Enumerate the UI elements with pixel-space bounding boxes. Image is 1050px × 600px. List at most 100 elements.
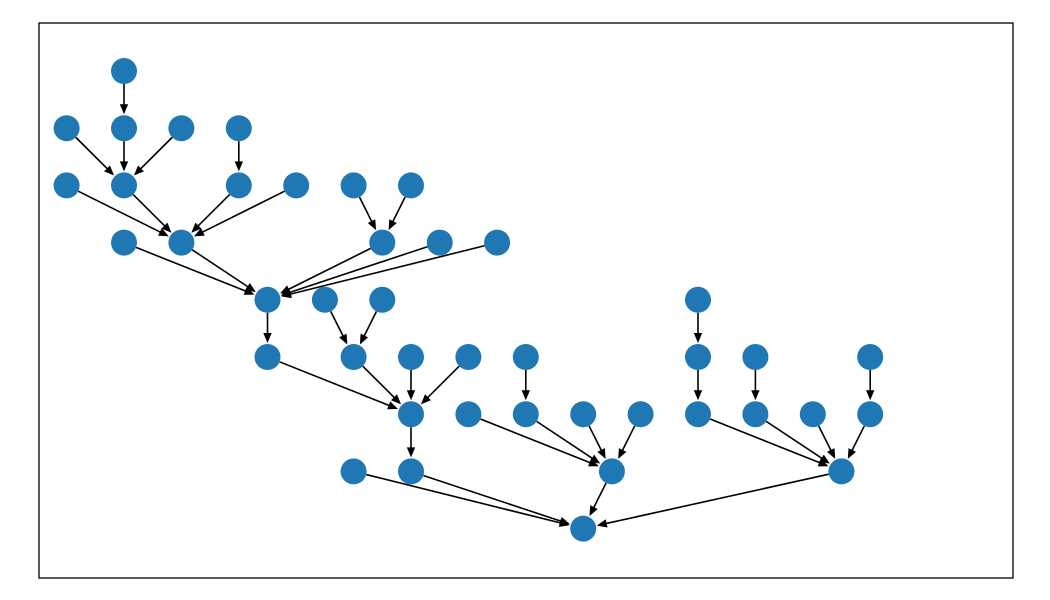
edge-39-41 bbox=[589, 482, 607, 517]
edge-line bbox=[358, 196, 374, 224]
graph-node-7 bbox=[225, 172, 252, 199]
edge-line bbox=[709, 418, 822, 464]
graph-node-2 bbox=[53, 115, 80, 142]
plot-frame bbox=[38, 22, 1014, 579]
graph-node-26 bbox=[742, 344, 769, 370]
edge-16-20 bbox=[263, 312, 272, 343]
edge-line bbox=[362, 311, 378, 338]
edge-line bbox=[621, 425, 636, 453]
graph-node-33 bbox=[685, 401, 711, 428]
graph-node-21 bbox=[340, 344, 367, 370]
edge-line bbox=[132, 194, 167, 228]
edge-6-12 bbox=[132, 194, 172, 233]
edge-line bbox=[135, 246, 248, 293]
graph-node-38 bbox=[398, 458, 424, 485]
edge-34-40 bbox=[765, 420, 830, 464]
arrowhead bbox=[693, 390, 703, 401]
edge-25-33 bbox=[693, 370, 703, 401]
graph-node-16 bbox=[254, 286, 281, 313]
arrowhead bbox=[618, 448, 627, 459]
arrowhead bbox=[589, 505, 598, 517]
arrowhead bbox=[597, 448, 606, 459]
edge-22-28 bbox=[406, 370, 416, 401]
graph-node-18 bbox=[369, 286, 396, 313]
graph-node-30 bbox=[512, 401, 539, 428]
graph-node-34 bbox=[742, 401, 769, 428]
edge-5-12 bbox=[77, 190, 169, 237]
edge-12-16 bbox=[191, 249, 256, 293]
arrowhead bbox=[388, 219, 397, 231]
edge-20-28 bbox=[279, 361, 398, 410]
arrowhead bbox=[847, 448, 857, 459]
edge-15-16 bbox=[281, 244, 485, 299]
graph-node-5 bbox=[53, 172, 80, 199]
edge-35-40 bbox=[817, 425, 836, 459]
nodes-layer bbox=[53, 58, 884, 542]
edge-36-40 bbox=[847, 425, 866, 459]
edge-24-30 bbox=[521, 370, 530, 401]
graph-node-17 bbox=[311, 286, 338, 313]
edge-line bbox=[592, 482, 607, 510]
edge-line bbox=[765, 420, 824, 460]
graph-node-1 bbox=[111, 115, 137, 142]
edge-11-16 bbox=[135, 246, 255, 295]
edge-37-41 bbox=[366, 473, 570, 527]
graph-node-29 bbox=[455, 401, 482, 428]
arrowhead bbox=[359, 333, 369, 345]
graph-node-0 bbox=[111, 58, 137, 84]
graph-node-8 bbox=[283, 172, 310, 199]
graph-node-41 bbox=[570, 515, 597, 542]
arrowhead bbox=[387, 401, 398, 410]
edge-line bbox=[480, 418, 592, 464]
graph-node-10 bbox=[398, 172, 424, 199]
graph-node-23 bbox=[455, 344, 482, 370]
edge-line bbox=[191, 249, 250, 289]
arrowhead bbox=[263, 333, 272, 343]
edge-2-6 bbox=[75, 136, 115, 176]
edge-line bbox=[139, 136, 173, 171]
arrowhead bbox=[119, 161, 129, 172]
graph-node-24 bbox=[512, 344, 539, 370]
arrowhead bbox=[866, 390, 875, 401]
edge-19-25 bbox=[693, 312, 703, 343]
edge-8-12 bbox=[193, 190, 285, 237]
edges-layer bbox=[75, 84, 875, 528]
edge-26-34 bbox=[751, 370, 760, 401]
edge-line bbox=[75, 136, 109, 171]
graph-node-20 bbox=[254, 344, 281, 370]
edge-line bbox=[279, 361, 391, 407]
edge-line bbox=[850, 425, 866, 453]
graph-node-11 bbox=[111, 229, 137, 256]
graph-node-22 bbox=[398, 344, 424, 370]
arrowhead bbox=[367, 219, 377, 231]
edge-3-6 bbox=[133, 136, 173, 176]
edge-7-12 bbox=[191, 194, 231, 233]
edge-10-13 bbox=[388, 196, 406, 231]
arrowhead bbox=[589, 454, 601, 464]
graph-node-28 bbox=[398, 401, 424, 428]
edge-line bbox=[817, 425, 833, 453]
graph-node-19 bbox=[685, 286, 711, 313]
edge-17-21 bbox=[330, 311, 348, 345]
graph-node-25 bbox=[685, 344, 711, 370]
edge-21-28 bbox=[362, 365, 402, 405]
edge-line bbox=[288, 245, 428, 294]
arrowhead bbox=[596, 519, 608, 528]
edge-4-7 bbox=[234, 141, 243, 172]
graph-node-27 bbox=[857, 344, 884, 370]
arrowhead bbox=[191, 222, 202, 233]
arrowhead bbox=[245, 283, 256, 293]
edge-line bbox=[604, 473, 829, 525]
graph-node-37 bbox=[340, 458, 367, 485]
edge-line bbox=[286, 247, 372, 291]
edge-18-21 bbox=[359, 311, 378, 345]
edge-14-16 bbox=[280, 245, 428, 297]
edge-line bbox=[536, 420, 595, 460]
arrowhead bbox=[161, 222, 172, 233]
edge-27-36 bbox=[866, 370, 875, 401]
edge-line bbox=[366, 473, 563, 525]
arrowhead bbox=[104, 165, 115, 176]
arrowhead bbox=[193, 228, 205, 237]
edge-line bbox=[196, 194, 231, 228]
